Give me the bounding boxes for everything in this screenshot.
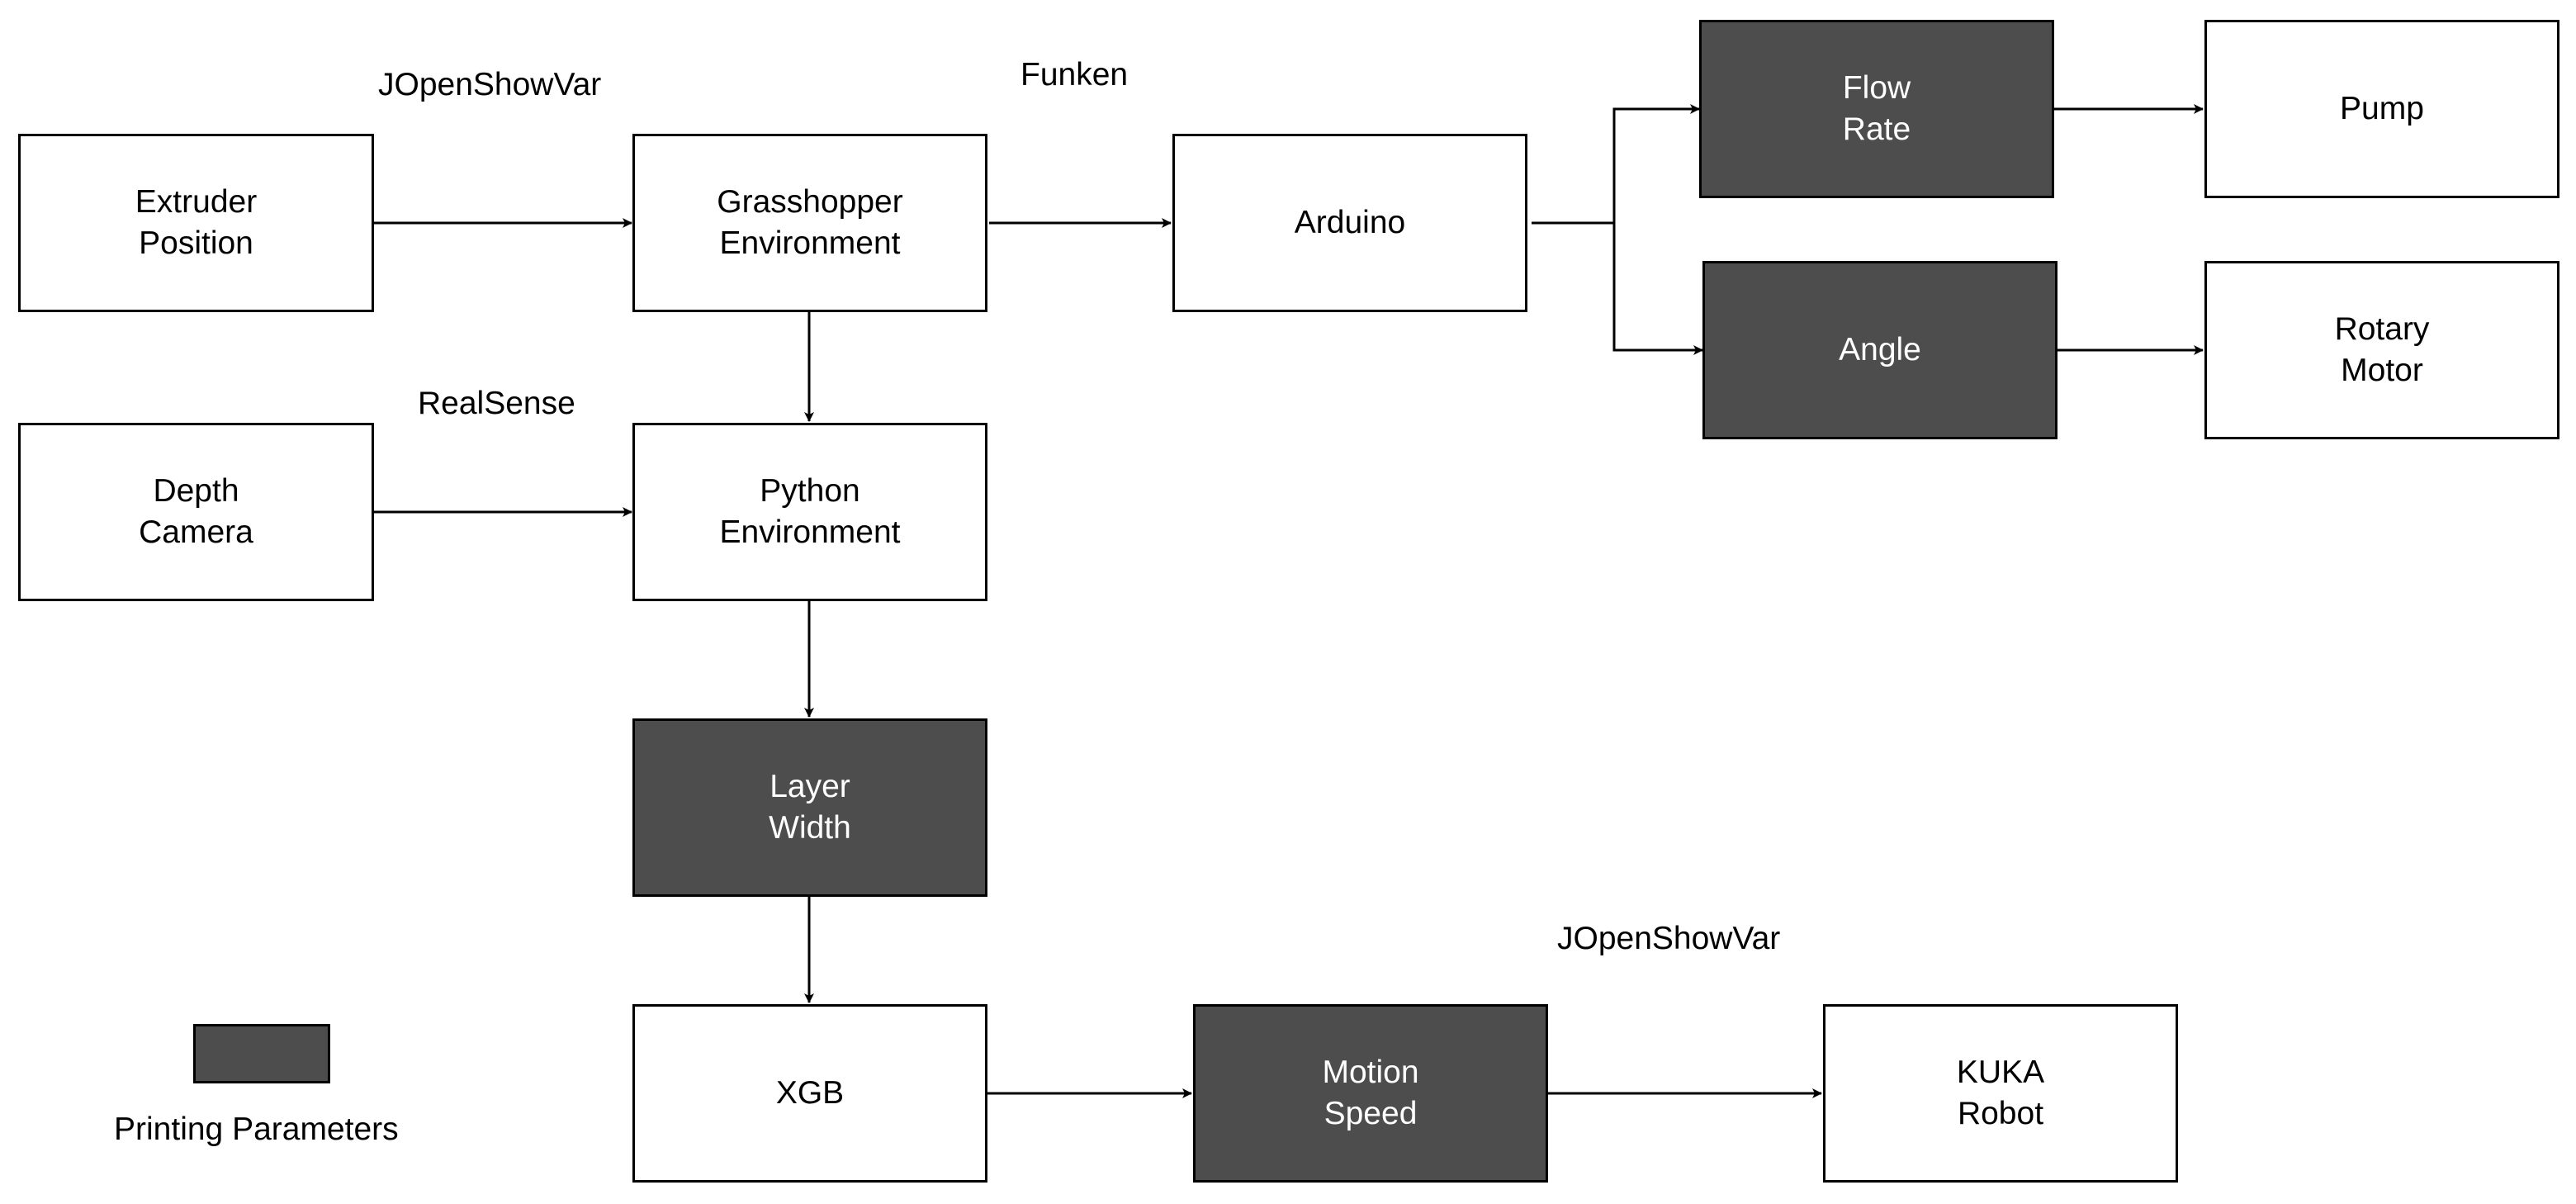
node-label-line: Robot	[1957, 1096, 2044, 1131]
node-label-line: Grasshopper	[717, 184, 903, 220]
node-label-line: Environment	[719, 514, 901, 550]
node-label-line: Speed	[1324, 1096, 1418, 1131]
node-label-line: Pump	[2340, 91, 2424, 126]
legend-swatch-parameter	[193, 1024, 330, 1083]
node-label-line: Rate	[1842, 111, 1911, 147]
node-angle: Angle	[1702, 261, 2057, 439]
node-xgb: XGB	[632, 1004, 987, 1183]
node-label-line: Depth	[153, 473, 239, 509]
node-label-line: XGB	[775, 1075, 845, 1111]
edge-arduino-flow-rate	[1532, 104, 1700, 225]
node-pump: Pump	[2204, 20, 2559, 198]
node-label-line: Width	[769, 810, 851, 846]
node-kuka-robot: KUKA Robot	[1823, 1004, 2178, 1183]
node-label-line: Camera	[139, 514, 253, 550]
node-label-line: Angle	[1839, 332, 1921, 367]
node-label-line: KUKA	[1956, 1055, 2045, 1090]
legend-label: Printing Parameters	[114, 1112, 399, 1147]
node-label-line: Layer	[769, 769, 850, 804]
node-label-line: Position	[139, 225, 253, 261]
edge-arduino-angle	[1612, 223, 1703, 355]
node-label-line: Motor	[2341, 353, 2423, 388]
edge-label-jopenshowvar-bottom: JOpenShowVar	[1557, 921, 1781, 956]
node-label-line: Rotary	[2334, 311, 2430, 347]
node-label-line: Extruder	[135, 184, 258, 220]
node-label-line: Python	[760, 473, 860, 509]
node-label-line: Arduino	[1294, 205, 1406, 240]
node-arduino: Arduino	[1172, 134, 1527, 312]
edge-label-funken: Funken	[1020, 57, 1129, 92]
edge-label-realsense: RealSense	[418, 386, 575, 421]
node-label-line: Flow	[1842, 70, 1911, 106]
node-label-line: Environment	[719, 225, 901, 261]
node-label-line: Motion	[1322, 1055, 1419, 1090]
edge-label-jopenshowvar-top: JOpenShowVar	[378, 67, 602, 102]
